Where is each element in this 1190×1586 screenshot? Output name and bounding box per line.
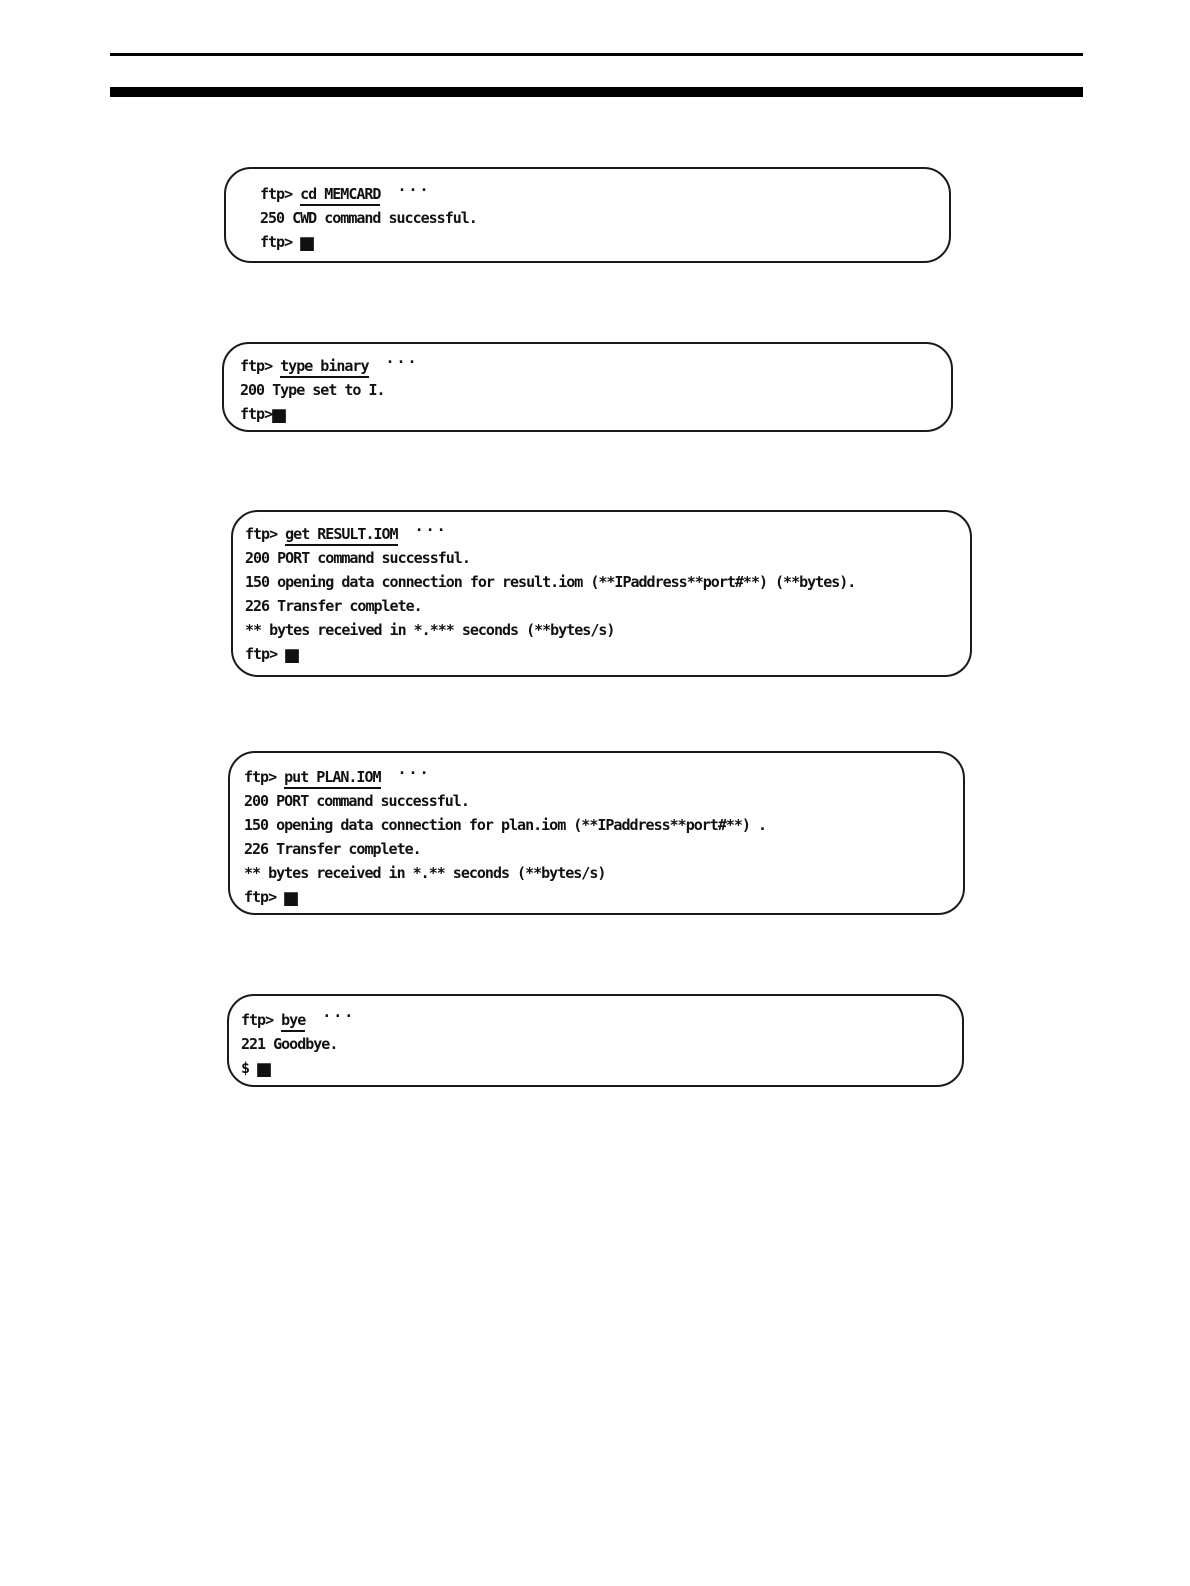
command-text: type binary bbox=[280, 357, 370, 378]
prompt-label: ftp> bbox=[244, 888, 285, 906]
continuation-dots: ··· bbox=[397, 181, 431, 199]
header-rule-thin bbox=[110, 53, 1083, 56]
command-line: ftp> bye ··· bbox=[241, 1007, 948, 1032]
terminal-box-type-binary: ftp> type binary ··· 200 Type set to I. f… bbox=[222, 342, 953, 432]
prompt-label: ftp> bbox=[240, 357, 281, 375]
command-line: ftp> put PLAN.IOM ··· bbox=[244, 764, 949, 789]
continuation-dots: ··· bbox=[385, 353, 419, 371]
text-cursor-icon: ■ bbox=[285, 642, 300, 668]
response-line: ** bytes received in *.*** seconds (**by… bbox=[245, 621, 615, 639]
command-line: ftp> type binary ··· bbox=[240, 353, 933, 378]
prompt-label: ftp> bbox=[245, 525, 286, 543]
response-line: 200 Type set to I. bbox=[240, 381, 386, 399]
response-line: 226 Transfer complete. bbox=[245, 597, 423, 615]
prompt-label: ftp> bbox=[260, 233, 301, 251]
response-line: 250 CWD command successful. bbox=[260, 209, 478, 227]
text-cursor-icon: ■ bbox=[257, 1056, 271, 1082]
prompt-line: ftp>■ bbox=[240, 402, 933, 428]
prompt-label: ftp> bbox=[260, 185, 301, 203]
command-text: put PLAN.IOM bbox=[284, 768, 382, 789]
command-text: bye bbox=[281, 1011, 306, 1032]
command-line: ftp> cd MEMCARD ··· bbox=[260, 181, 931, 206]
response-line: 221 Goodbye. bbox=[241, 1035, 338, 1053]
header-rule-thick bbox=[110, 87, 1083, 97]
prompt-line: ftp> ■ bbox=[244, 885, 949, 911]
response-line: ** bytes received in *.** seconds (**byt… bbox=[244, 864, 606, 882]
prompt-label: ftp> bbox=[240, 405, 273, 423]
continuation-dots: ··· bbox=[322, 1007, 356, 1025]
response-line: 150 opening data connection for result.i… bbox=[245, 573, 856, 591]
terminal-box-bye: ftp> bye ··· 221 Goodbye. $ ■ bbox=[227, 994, 964, 1087]
terminal-box-put-plan: ftp> put PLAN.IOM ··· 200 PORT command su… bbox=[228, 751, 965, 915]
terminal-box-cd-memcard: ftp> cd MEMCARD ··· 250 CWD command succe… bbox=[224, 167, 951, 263]
prompt-label: $ bbox=[241, 1059, 258, 1077]
response-line: 200 PORT command successful. bbox=[245, 549, 471, 567]
response-line: 150 opening data connection for plan.iom… bbox=[244, 816, 767, 834]
command-text: cd MEMCARD bbox=[300, 185, 381, 206]
prompt-line: ftp> ■ bbox=[245, 642, 956, 668]
prompt-line: $ ■ bbox=[241, 1056, 948, 1082]
continuation-dots: ··· bbox=[397, 764, 431, 782]
command-text: get RESULT.IOM bbox=[285, 525, 399, 546]
text-cursor-icon: ■ bbox=[272, 402, 286, 428]
prompt-label: ftp> bbox=[245, 645, 286, 663]
response-line: 200 PORT command successful. bbox=[244, 792, 470, 810]
prompt-label: ftp> bbox=[244, 768, 285, 786]
prompt-line: ftp> ■ bbox=[260, 230, 931, 256]
response-line: 226 Transfer complete. bbox=[244, 840, 422, 858]
text-cursor-icon: ■ bbox=[300, 230, 315, 256]
prompt-label: ftp> bbox=[241, 1011, 282, 1029]
terminal-box-get-result: ftp> get RESULT.IOM ··· 200 PORT command … bbox=[231, 510, 972, 677]
text-cursor-icon: ■ bbox=[284, 885, 299, 911]
continuation-dots: ··· bbox=[414, 521, 448, 539]
command-line: ftp> get RESULT.IOM ··· bbox=[245, 521, 956, 546]
